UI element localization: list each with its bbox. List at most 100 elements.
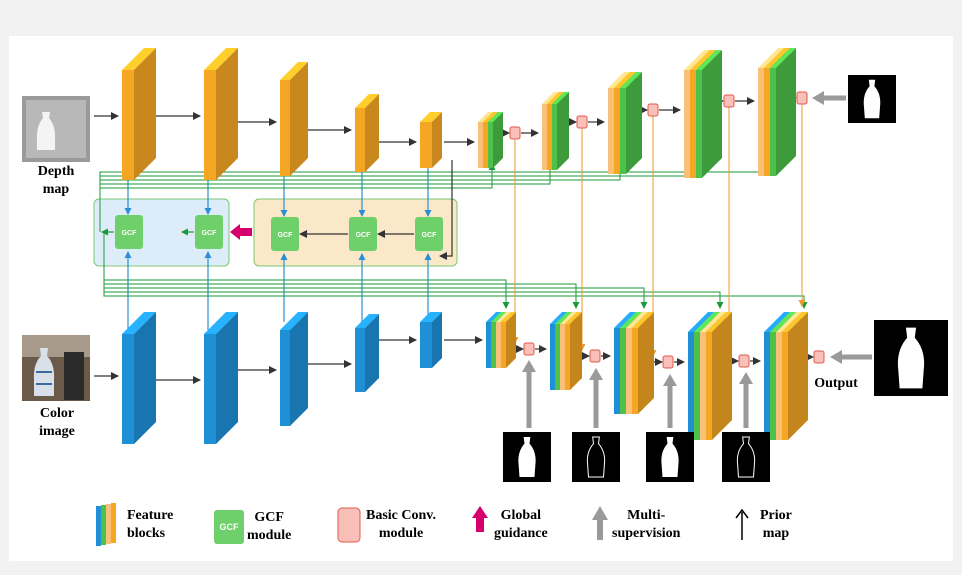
gcf-label-3: GCF [278,232,294,239]
rgb-encoder-block-4-top [355,314,379,328]
rgb-basic-conv-4 [738,354,750,368]
gcf-module-5: GCF [415,217,443,251]
rgb-decoder-block-4-layer-3 [706,332,712,440]
depth-decoder-block-1-layer-0-top [478,112,493,122]
depth-decoder-block-2-layer-2-top [552,92,569,104]
rgb-decoder-block-3 [614,312,654,414]
legend-prior-line2: map [762,526,790,541]
depth-encoder-block-1-top [122,48,156,70]
gcf-module-2: GCF [195,215,223,249]
rgb-decoder-block-3-layer-0-top [614,312,636,328]
rgb-decoder-block-3-layer-1-top [620,312,642,328]
color-image-label: Color image [24,405,90,441]
depth-decoder-block-4-layer-2 [696,70,702,178]
legend-global-line1: Global [500,508,542,523]
rgb-decoder-block-5-layer-1 [770,332,776,440]
rgb-encoder-block-4-side [365,314,379,392]
depth-decoder-block-5-layer-2-top [770,48,796,68]
depth-decoder-block-2-layer-1 [547,104,552,170]
prior-mask-top-shape [863,79,881,119]
depth-vase-shape [36,112,56,150]
depth-basic-conv-5 [796,91,808,105]
rgb-decoder-block-5-layer-3-side [788,312,808,440]
depth-encoder-block-3-front [280,80,290,176]
rgb-encoder-block-4-front [355,328,365,392]
rgb-encoder-block-2-front [204,334,216,444]
depth-decoder-block-4-layer-0 [684,70,690,178]
supervision-mask-2 [572,432,620,482]
prior-mask-top [848,75,896,123]
rgb-decoder-block-4-layer-2-top [700,312,726,332]
depth-decoder-block-5-layer-0 [758,68,764,176]
rgb-decoder-block-4-layer-0-top [688,312,714,332]
legend-global-arrow-icon [472,506,488,532]
depth-decoder-block-3-layer-1 [614,88,620,174]
prior-map-line [439,160,453,260]
depth-encoder-block-5-top [420,112,442,122]
depth-decoder-block-2 [542,92,569,170]
depth-decoder-block-5-layer-0-top [758,48,784,68]
rgb-decoder-block-2-layer-0-top [550,312,567,324]
depth-map-inner [26,100,86,158]
rgb-decoder-block-4 [688,312,732,440]
depth-encoder-block-2-side [216,48,238,180]
rgb-decoder-block-4-layer-3-top [706,312,732,332]
supervision-mask-3-shape [661,437,679,477]
legend-basic-conv-icon [337,507,361,543]
rgb-decoder-block-1-layer-3-top [501,312,516,322]
depth-basic-conv-1 [509,126,521,140]
legend-feature-layer-1 [101,505,106,545]
depth-map-image [22,96,90,162]
rgb-decoder-block-3-layer-3-top [632,312,654,328]
rgb-decoder-block-2-layer-3-top [565,312,582,324]
depth-encoder-block-4-top [355,94,379,108]
depth-decoder-block-4-layer-0-top [684,50,710,70]
depth-decoder-block-1-layer-2-top [488,112,503,122]
legend-gcf-icon-text: GCF [220,522,240,532]
legend-gcf-box [214,510,244,544]
legend-feature-text: Feature blocks [127,507,173,543]
output-mask [874,320,948,396]
depth-label-line2: map [42,182,70,197]
rgb-encoder-block-3-side [290,312,308,426]
gcf-label-1: GCF [122,230,138,237]
depth-decoder-block-1-layer-2 [488,122,493,168]
legend-basic-text: Basic Conv. module [366,507,436,543]
rgb-decoder-block-3-layer-3 [632,328,638,414]
depth-decoder-block-4-layer-2-side [702,50,722,178]
legend-gcf-line1: GCF [254,510,284,525]
depth-basic-conv-4 [723,94,735,108]
supervision-mask-1-shape [518,437,536,477]
depth-decoder-block-3-layer-2-side [626,72,642,174]
rgb-decoder-block-1-layer-3-side [506,312,516,368]
rgb-encoder-block-5 [420,312,442,368]
gcf-box-4 [349,217,377,251]
rgb-decoder-block-1-layer-3 [501,322,506,368]
color-label-line1: Color [39,406,75,421]
rgb-decoder-block-5-layer-1-top [770,312,796,332]
rgb-encoder-block-2 [204,312,238,444]
depth-decoder-block-3-layer-1-top [614,72,636,88]
depth-map-label: Depth map [26,163,86,199]
depth-decoder-block-5-layer-1-top [764,48,790,68]
depth-decoder-block-3-layer-2 [620,88,626,174]
rgb-basic-conv-3 [662,355,674,369]
rgb-encoder-block-3-top [280,312,308,330]
output-label: Output [814,376,858,391]
gcf-box-5 [415,217,443,251]
depth-decoder-block-1-layer-1 [483,122,488,168]
depth-encoder-block-2 [204,48,238,180]
rgb-encoder-block-5-top [420,312,442,322]
rgb-encoder-block-5-front [420,322,432,368]
depth-decoder-block-4-layer-1-top [690,50,716,70]
legend-global-text: Global guidance [494,507,548,543]
legend-multi-line1: Multi- [627,508,666,523]
depth-encoder-block-3-side [290,62,308,176]
rgb-decoder-block-4-layer-1-top [694,312,720,332]
color-image-wall [22,335,90,357]
legend-multi-text: Multi- supervision [612,507,680,543]
depth-decoder-block-5-layer-2-side [776,48,796,176]
rgb-encoder-block-1-front [122,334,134,444]
supervision-mask-4-edge [736,436,756,478]
depth-encoder-block-5-front [420,122,432,168]
